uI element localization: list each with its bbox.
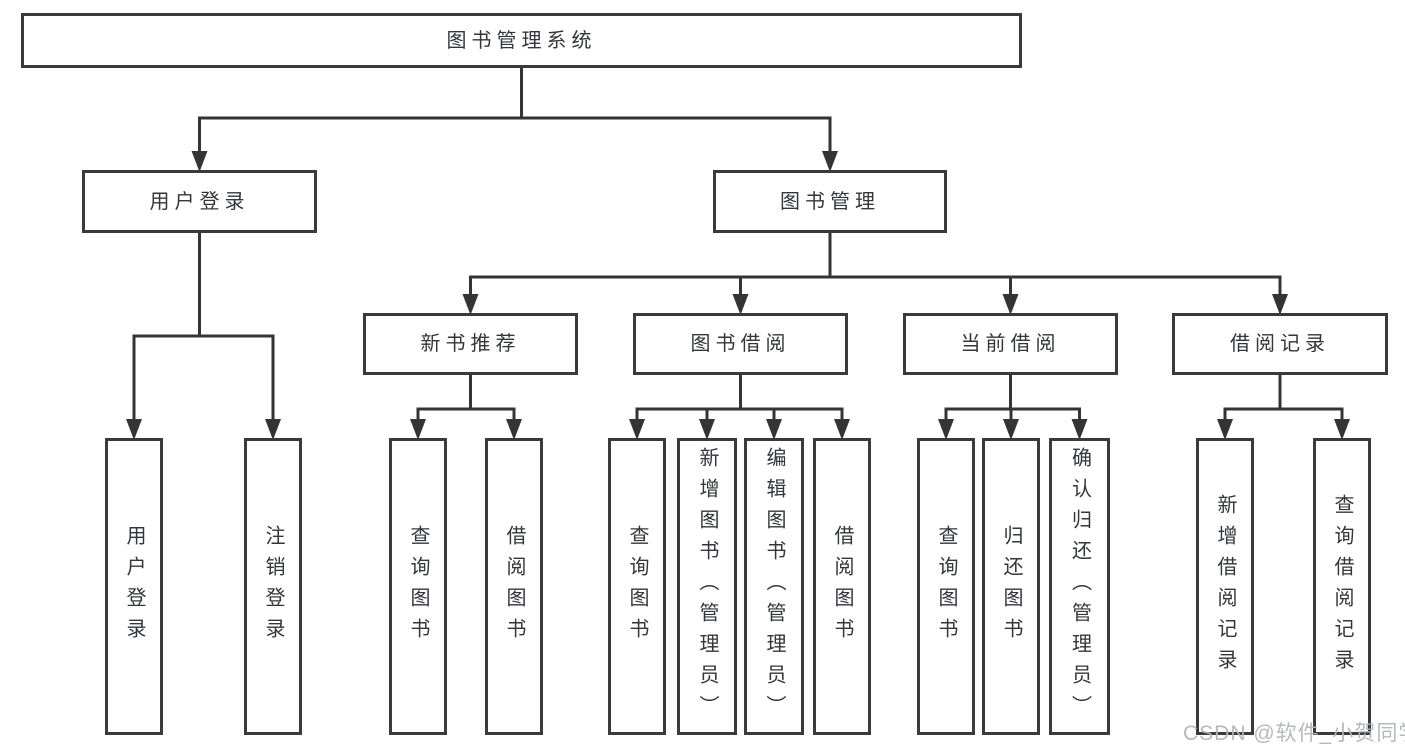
node-current-borrow: 当前借阅 (903, 313, 1118, 375)
node-new-book: 新书推荐 (363, 313, 578, 375)
node-leaf-return-book: 归还图书 (982, 438, 1040, 735)
node-label-leaf-return-book: 归还图书 (1000, 524, 1022, 649)
node-root: 图书管理系统 (21, 13, 1022, 68)
watermark: CSDN @软件_小贺同学 (1183, 722, 1405, 745)
arrowhead-icon (822, 151, 838, 172)
node-leaf-add-record: 新增借阅记录 (1196, 438, 1254, 735)
arrowhead-icon (1272, 294, 1288, 315)
node-label-leaf-query-record: 查询借阅记录 (1331, 493, 1353, 680)
arrowhead-icon (410, 419, 426, 440)
node-leaf-confirm-return: 确认归还（管理员） (1049, 438, 1110, 735)
node-label-leaf-borrow-book-2: 借阅图书 (831, 524, 853, 649)
node-leaf-add-book: 新增图书（管理员） (677, 438, 737, 735)
node-leaf-query-book-1: 查询图书 (389, 438, 447, 735)
node-label-leaf-add-book: 新增图书（管理员） (696, 447, 718, 726)
node-leaf-borrow-book-1: 借阅图书 (485, 438, 543, 735)
node-leaf-logout: 注销登录 (244, 438, 302, 735)
node-label-current-borrow: 当前借阅 (960, 333, 1061, 355)
arrowhead-icon (834, 419, 850, 440)
node-label-leaf-query-book-2: 查询图书 (626, 524, 648, 649)
node-label-leaf-borrow-book-1: 借阅图书 (503, 524, 525, 649)
node-leaf-borrow-book-2: 借阅图书 (813, 438, 871, 735)
node-label-leaf-add-record: 新增借阅记录 (1214, 493, 1236, 680)
node-label-user-login-group: 用户登录 (149, 190, 250, 213)
arrowhead-icon (191, 151, 208, 172)
node-leaf-user-login: 用户登录 (105, 438, 163, 735)
node-borrow-record: 借阅记录 (1172, 313, 1388, 375)
node-book-mgmt: 图书管理 (713, 170, 947, 233)
node-label-book-mgmt: 图书管理 (780, 190, 880, 213)
node-user-login-group: 用户登录 (82, 170, 317, 233)
arrowhead-icon (462, 294, 479, 315)
node-leaf-query-record: 查询借阅记录 (1313, 438, 1371, 735)
arrowhead-icon (1217, 419, 1233, 440)
arrowhead-icon (766, 419, 782, 440)
arrowhead-icon (265, 419, 281, 440)
node-label-borrow-record: 借阅记录 (1230, 333, 1330, 355)
node-label-leaf-user-login: 用户登录 (123, 524, 145, 649)
arrowhead-icon (938, 419, 954, 440)
node-label-new-book: 新书推荐 (420, 333, 521, 355)
node-label-leaf-logout: 注销登录 (262, 524, 284, 649)
arrowhead-icon (629, 419, 645, 440)
node-label-leaf-confirm-return: 确认归还（管理员） (1068, 447, 1091, 726)
node-label-root: 图书管理系统 (446, 29, 597, 52)
arrowhead-icon (506, 419, 522, 440)
arrowhead-icon (1334, 419, 1350, 440)
arrowhead-icon (126, 419, 142, 440)
node-label-leaf-query-book-3: 查询图书 (935, 524, 957, 649)
node-book-borrow: 图书借阅 (633, 313, 848, 375)
node-label-leaf-query-book-1: 查询图书 (407, 524, 429, 649)
arrowhead-icon (732, 294, 749, 315)
node-leaf-query-book-2: 查询图书 (608, 438, 666, 735)
arrowhead-icon (1003, 419, 1019, 440)
node-label-leaf-edit-book: 编辑图书（管理员） (763, 447, 785, 726)
arrowhead-icon (1002, 294, 1019, 315)
arrowhead-icon (699, 419, 715, 440)
node-leaf-query-book-3: 查询图书 (917, 438, 975, 735)
node-label-book-borrow: 图书借阅 (690, 333, 791, 355)
arrowhead-icon (1071, 419, 1088, 440)
node-leaf-edit-book: 编辑图书（管理员） (744, 438, 804, 735)
